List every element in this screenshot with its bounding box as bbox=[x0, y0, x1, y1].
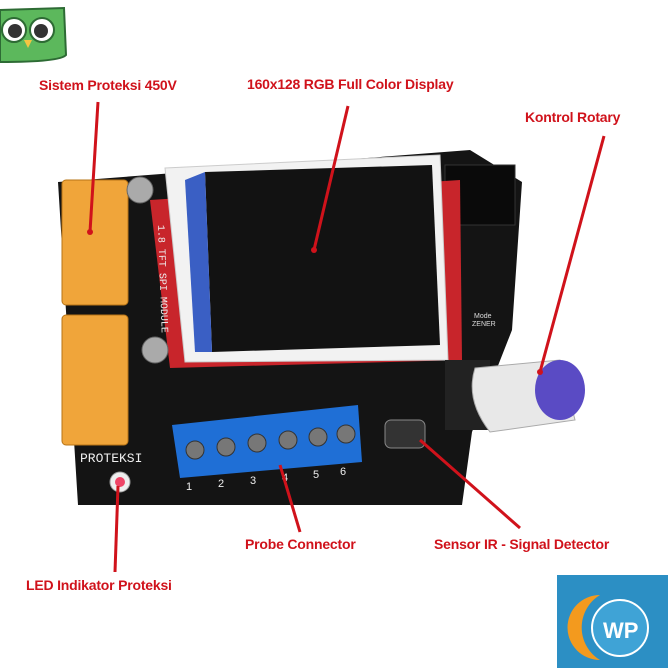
silk-mode: Mode bbox=[474, 313, 492, 320]
svg-text:2: 2 bbox=[218, 478, 224, 490]
svg-text:WP: WP bbox=[603, 618, 638, 643]
owl-logo bbox=[0, 6, 68, 64]
silk-zener: ZENER bbox=[472, 321, 496, 328]
label-rotary: Kontrol Rotary bbox=[525, 109, 621, 125]
label-protection-system: Sistem Proteksi 450V bbox=[39, 77, 177, 93]
callout-lines bbox=[88, 101, 606, 573]
relay bbox=[61, 314, 129, 446]
knob-cap bbox=[535, 360, 585, 420]
label-probe: Probe Connector bbox=[245, 536, 356, 552]
label-ir-sensor: Sensor IR - Signal Detector bbox=[434, 536, 610, 552]
svg-text:1: 1 bbox=[186, 481, 192, 493]
svg-text:3: 3 bbox=[250, 475, 256, 487]
display-screen bbox=[205, 165, 440, 352]
relay bbox=[61, 179, 129, 306]
probe-terminal-block bbox=[172, 405, 362, 478]
label-display: 160x128 RGB Full Color Display bbox=[247, 76, 454, 92]
svg-text:5: 5 bbox=[313, 469, 319, 481]
svg-text:6: 6 bbox=[340, 466, 346, 478]
wp-logo: WP bbox=[557, 575, 668, 668]
silk-tft: 1.8 TFT SPI MODULE bbox=[154, 225, 169, 333]
ir-sensor bbox=[384, 419, 426, 449]
silk-proteksi: PROTEKSI bbox=[80, 451, 142, 466]
label-led: LED Indikator Proteksi bbox=[26, 577, 172, 593]
